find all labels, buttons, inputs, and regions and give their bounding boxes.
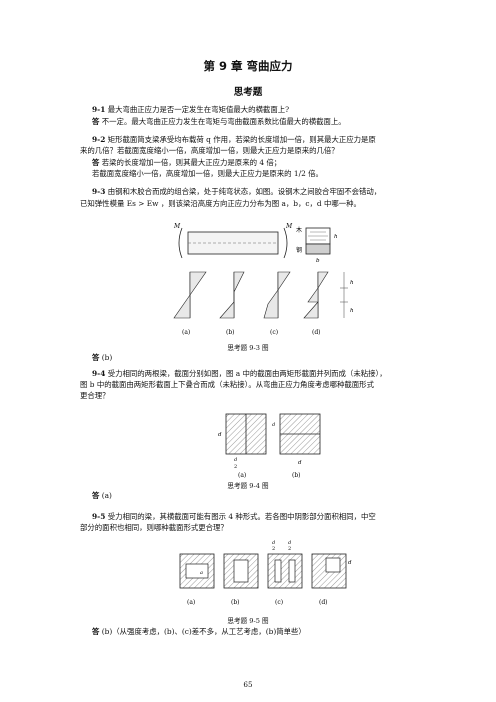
section-title: 思考题: [233, 87, 263, 98]
sublabel-a: (a): [182, 329, 190, 336]
label-M-right: M: [285, 223, 293, 230]
question-text: 受力相同的梁，其横截面可能有图示 4 种形式。若各图中阴影部分面积相同，中空: [107, 512, 376, 521]
answer-9-3: 答 (b): [92, 352, 412, 363]
question-number: 9-4: [92, 369, 106, 378]
label-d-half-top: d: [234, 457, 237, 463]
stress-diagram-d: [303, 271, 348, 319]
question-9-4-line1: 9-4 受力相同的两根梁，截面分别如图，图 a 中的截面由两矩形截面并列而成（未…: [92, 368, 412, 379]
answer-9-2-line1: 答 若梁的长度增加一倍，则其最大正应力是原来的 4 倍；: [92, 157, 412, 168]
section-d: [311, 553, 347, 589]
sublabel-b: (b): [292, 472, 301, 479]
label-wood: 木: [296, 226, 302, 234]
label-h-upper: h: [350, 280, 354, 286]
question-9-5-line2: 部分的面积也相同，则哪种截面形式更合理？: [80, 523, 228, 532]
figure-9-3: M M 木 钢 h b h h (a) (b) (c) (d): [173, 223, 354, 336]
label-d-half-bottom: 2: [234, 464, 237, 470]
sublabel-a: (a): [238, 472, 246, 479]
section-a: [179, 553, 215, 589]
question-9-4-line3: 更合理？: [80, 391, 110, 400]
answer-text: (a): [101, 491, 112, 500]
question-text: 受力相同的两根梁，截面分别如图，图 a 中的截面由两矩形截面并列而成（未粘接），: [107, 369, 387, 378]
answer-label: 答: [92, 353, 100, 362]
question-number: 9-1: [92, 105, 106, 114]
label-frac-bot-1: 2: [272, 546, 275, 552]
question-9-3-line2: 已知弹性模量 Es > Ew ，则该梁沿高度方向正应力分布为图 a，b，c，d …: [80, 199, 361, 208]
caption-9-3: 思考题 9-3 图: [227, 344, 269, 352]
answer-text: 若梁的长度增加一倍，则其最大正应力是原来的 4 倍；: [101, 158, 282, 167]
section-c: [267, 553, 303, 589]
question-text: 最大弯曲正应力是否一定发生在弯矩值最大的横截面上?: [107, 105, 290, 114]
answer-label: 答: [92, 158, 100, 167]
label-d-b-top: d: [272, 422, 275, 428]
answer-text: (b)（从强度考虑，(b)、(c)差不多，从工艺考虑，(b)简单些）: [101, 627, 306, 636]
label-frac-top-2: d: [288, 540, 291, 546]
label-h-section: h: [334, 234, 338, 240]
sublabel-c: (c): [270, 329, 278, 336]
caption-9-5: 思考题 9-5 图: [227, 617, 269, 625]
caption-9-4: 思考题 9-4 图: [227, 482, 269, 490]
question-9-5-line1: 9-5 受力相同的梁，其横截面可能有图示 4 种形式。若各图中阴影部分面积相同，…: [92, 511, 412, 522]
answer-9-2-line2: 若截面宽度缩小一倍，高度增加一倍，则最大正应力是原来的 1/2 倍。: [92, 169, 323, 178]
answer-text: (b): [101, 353, 113, 362]
label-a-a: a: [200, 570, 203, 576]
label-frac-top-1: d: [272, 540, 275, 546]
wood-grain: [308, 231, 328, 241]
sublabel-b: (b): [226, 329, 235, 336]
answer-9-1: 答 不一定。最大弯曲正应力发生在弯矩与弯曲截面系数比值最大的横截面上。: [92, 116, 412, 127]
stress-diagram-b: [219, 271, 245, 319]
label-b-section: b: [316, 258, 320, 264]
answer-9-4: 答 (a): [92, 490, 412, 501]
label-d-d: d: [348, 560, 352, 566]
moment-arrow-left: [178, 227, 183, 259]
label-d-b: d: [298, 460, 302, 466]
figure-9-4: d d 2 d d (a) (b): [218, 413, 321, 479]
steel-section: [305, 243, 331, 255]
label-M-left: M: [173, 223, 181, 230]
sublabel-d: (d): [319, 599, 328, 606]
label-steel: 钢: [296, 246, 302, 254]
chapter-title: 第 9 章 弯曲应力: [203, 59, 293, 73]
answer-label: 答: [92, 491, 100, 500]
question-9-1: 9-1 最大弯曲正应力是否一定发生在弯矩值最大的横截面上?: [92, 104, 412, 115]
section-b: [223, 553, 259, 589]
answer-label: 答: [92, 117, 100, 126]
question-number: 9-3: [92, 187, 106, 196]
label-d-a: d: [218, 432, 222, 438]
moment-arrow-right: [283, 227, 288, 259]
page-number: 65: [243, 680, 253, 689]
question-9-4-line2: 图 b 中的截面由两矩形截面上下叠合而成（未粘接）。从弯曲正应力角度考虑哪种截面…: [80, 380, 374, 389]
question-9-3-line1: 9-3 由钢和木胶合而成的组合梁，处于纯弯状态，如图。设钢木之间胶合牢固不会错动…: [92, 186, 412, 197]
figure-9-5: d 2 d 2 d a (a) (b) (c) (d): [179, 540, 352, 606]
stress-diagram-c: [263, 271, 291, 319]
answer-label: 答: [92, 627, 100, 636]
label-h-lower: h: [350, 308, 354, 314]
label-frac-bot-2: 2: [288, 546, 291, 552]
sublabel-a: (a): [187, 599, 195, 606]
question-number: 9-5: [92, 512, 106, 521]
question-text: 矩形截面简支梁承受均布载荷 q 作用，若梁的长度增加一倍，则其最大正应力是原: [107, 135, 376, 144]
answer-text: 不一定。最大弯曲正应力发生在弯矩与弯曲截面系数比值最大的横截面上。: [101, 117, 346, 126]
sublabel-d: (d): [312, 329, 321, 336]
question-9-2-line1: 9-2 矩形截面简支梁承受均布载荷 q 作用，若梁的长度增加一倍，则其最大正应力…: [92, 134, 412, 145]
question-text: 由钢和木胶合而成的组合梁，处于纯弯状态，如图。设钢木之间胶合牢固不会错动，: [107, 187, 382, 196]
stress-diagram-a: [173, 271, 207, 319]
sublabel-c: (c): [275, 599, 283, 606]
question-9-2-line2: 来的几倍？若截面宽度缩小一倍，高度增加一倍，则最大正应力是原来的几倍？: [80, 146, 339, 155]
answer-9-5: 答 (b)（从强度考虑，(b)、(c)差不多，从工艺考虑，(b)简单些）: [92, 626, 412, 637]
sublabel-b: (b): [231, 599, 240, 606]
question-number: 9-2: [92, 135, 106, 144]
